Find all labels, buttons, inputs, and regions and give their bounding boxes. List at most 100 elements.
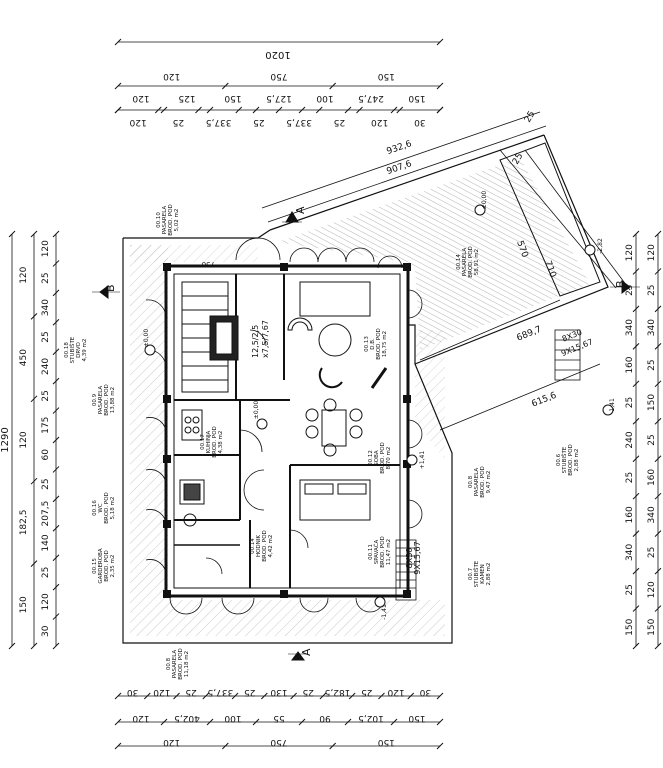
room-label-line: 13,88 m2 [110,387,116,413]
dimension-label: 120 [387,687,404,697]
dimension-label: 25 [625,472,635,483]
dimension-label: 120 [132,713,149,723]
room-label-line: BROD. POD [104,492,110,524]
room-label-line: BROD. POD [568,444,574,476]
dimension-label: 160 [625,356,635,373]
dimension-label: 25 [647,359,657,370]
diagonal-dimension-label: 25 [511,152,525,167]
dimension-label: 337,5 [206,117,232,127]
room-label-line: GARDEROBA [98,548,104,583]
dimension-label: 25 [625,584,635,595]
level-markers [144,204,614,608]
dimension-tick [30,642,38,650]
dimension-tick [654,567,662,575]
dimension-label: 340 [625,319,635,336]
level-label: ±0,00 [143,329,150,348]
dimension-label: 130 [270,687,287,697]
dimension-tick [654,417,662,425]
dimension-label: 150 [408,713,425,723]
dimension-label: 25 [173,117,184,127]
dimension-label: 120 [129,117,146,127]
dimension-label: 25 [41,390,51,401]
room-label-line: 4,39 m2 [82,339,88,362]
deck-hatching [130,142,601,636]
dimension-tick [632,567,640,575]
room-label-line: BROD. POD [104,384,110,416]
dimension-tick [390,718,398,726]
room-label-line: 11,47 m2 [386,539,392,565]
dimension-tick [30,560,38,567]
room-label-line: BROD. POD [262,530,268,562]
dimension-label: 125 [178,93,195,103]
dimension-tick [329,82,337,90]
furniture [179,281,388,527]
room-label-line: 00.14 [250,538,256,554]
dimension-label: 750 [270,737,287,747]
dimension-label: 150 [647,618,657,635]
section-markers [92,211,640,661]
level-label: +1,41 [419,451,426,470]
dimension-tick [52,407,60,414]
dimension-tick [52,289,60,297]
dimension-tick [315,106,323,114]
room-label-line: 00.16 [92,500,98,516]
dimension-label: 100 [316,93,333,103]
dimension-label: 150 [224,93,241,103]
dimension-label: 402,5 [174,713,200,723]
dimension-label: 102,5 [358,713,384,723]
dimension-tick [154,106,162,114]
room-label-line: 00.13 [364,336,370,352]
dimension-label: 247,5 [358,93,384,103]
dimension-label: 25 [41,478,51,489]
room-label-line: 8,70 m2 [386,447,392,470]
room-label-line: WC [98,503,104,512]
dimension-label: 120 [19,431,29,448]
dimension-tick [52,377,60,385]
room-label-line: BROD. POD [380,536,386,568]
room-label-line: 5,02 m2 [174,209,180,232]
dimension-label: 240 [41,358,51,375]
dimension-tick [436,742,444,750]
diagonal-dimension-label: 932,6 [386,139,414,157]
dimension-label: 207,5 [41,501,51,527]
dimension-tick [30,313,38,320]
dimension-tick [632,605,640,612]
room-label-line: 4,42 m2 [268,535,274,558]
dimension-tick [290,692,297,700]
dimension-tick [654,380,662,388]
room-label-line: KUHINJA [206,430,212,453]
room-label-line: 00.6 [556,453,562,466]
dimension-tick [378,692,385,700]
dimension-750-label: 750 [202,260,215,268]
room-label-line: BROD. POD [380,442,386,474]
dimension-label: 150 [377,737,394,747]
dimension-label: 340 [647,506,657,523]
dimension-tick [654,343,662,350]
dimension-tick [221,742,229,750]
dimension-tick [52,495,60,503]
dimension-tick [654,642,662,650]
plan-label-2: x7,5/7,67 [261,320,270,358]
dimension-label: 182,5 [325,687,351,697]
dimension-tick [436,82,444,90]
dimension-tick [390,106,398,114]
room-label-line: SPAVAĆA [373,539,380,564]
exterior-stairs [395,329,581,601]
room-label-line: BROD. POD [376,328,382,360]
room-label-line: 11,18 m2 [184,651,190,677]
dimension-label: 25 [625,397,635,408]
dimension-tick [396,106,404,114]
diagonal-dimension-label: 615,6 [530,391,558,410]
room-label-line: 00.15 [92,558,98,574]
room-label-line: SOBA [374,450,380,466]
dimension-tick [160,718,168,726]
dimension-label: 120 [163,71,180,81]
dimension-tick [143,692,151,700]
room-label-line: STUBIŠTE [69,336,76,363]
dimension-tick [114,718,122,726]
dimension-tick [632,530,640,537]
dimension-tick [52,613,60,620]
dimension-tick [30,395,38,403]
room-label-line: KAMEN [480,564,486,584]
